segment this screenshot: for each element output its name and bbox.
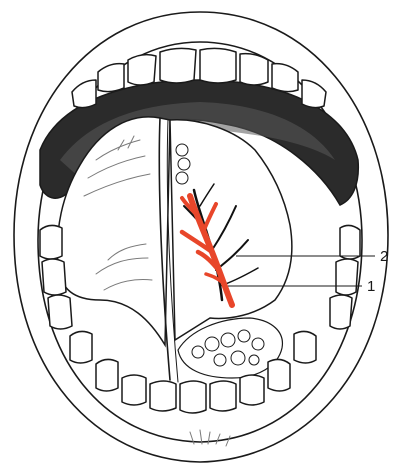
lower-tooth [294, 331, 316, 363]
molar [42, 259, 66, 295]
upper-tooth [200, 48, 236, 83]
upper-tooth [72, 80, 96, 108]
right-molars [330, 225, 360, 329]
molar [330, 295, 352, 329]
molar [48, 295, 72, 329]
lower-tooth [96, 359, 118, 391]
lower-tooth [240, 375, 264, 405]
lower-lip-hatching [190, 430, 230, 446]
label-1: 1 [367, 278, 375, 295]
lower-tooth [70, 331, 92, 363]
lower-tooth [150, 381, 176, 411]
molar [340, 225, 360, 259]
lower-tooth [268, 359, 290, 391]
upper-tooth [272, 64, 298, 92]
upper-tooth [302, 80, 326, 108]
upper-tooth [98, 64, 124, 92]
label-2: 2 [380, 248, 388, 265]
lower-tooth [122, 375, 146, 405]
upper-tooth [160, 48, 196, 83]
molar [336, 259, 358, 295]
lower-tooth [210, 381, 236, 411]
lower-tooth [180, 381, 206, 413]
upper-tooth [240, 54, 268, 85]
molar [40, 225, 62, 259]
upper-tooth [128, 55, 156, 85]
